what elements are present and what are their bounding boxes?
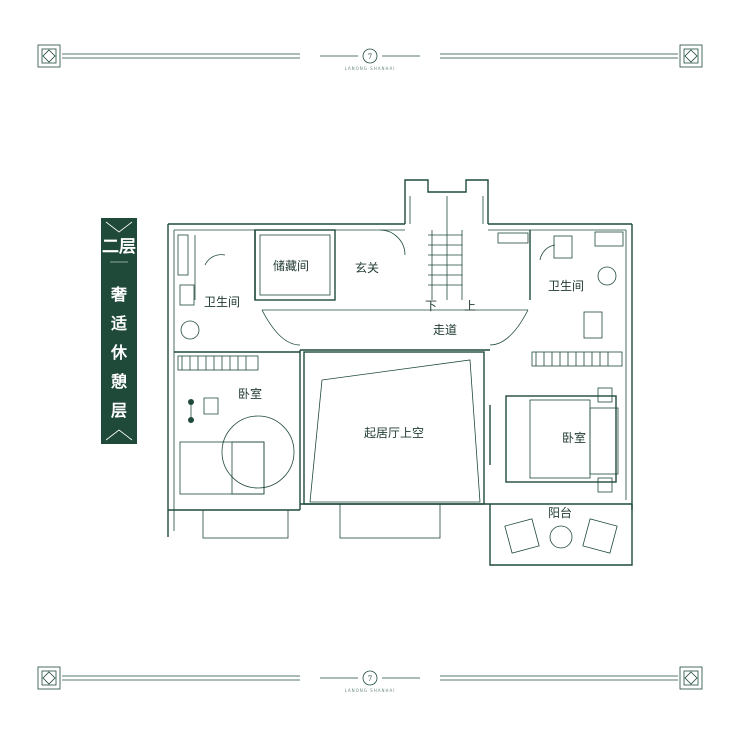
label-bedroom-left: 卧室	[238, 386, 262, 401]
floor-title: 二层	[102, 237, 136, 257]
label-bedroom-right: 卧室	[562, 430, 586, 445]
top-frame-ornament: 7 LANONG SHANHAI	[37, 44, 703, 71]
room-labels: 储藏间 玄关 卫生间 卫生间 走道 下 上 卧室 卧室 起居厅上空 阳台	[204, 258, 586, 520]
svg-text:7: 7	[368, 53, 372, 61]
label-stair-down: 下	[425, 299, 437, 313]
label-stair-up: 上	[464, 299, 476, 313]
label-storage: 储藏间	[273, 258, 309, 273]
svg-text:7: 7	[368, 675, 372, 683]
floor-subtitle: 奢 适 休 憩 层	[110, 285, 128, 420]
label-entry: 玄关	[355, 260, 379, 275]
subtitle-char: 层	[111, 401, 127, 420]
brand-logo-icon	[362, 48, 378, 64]
subtitle-char: 适	[111, 314, 127, 333]
label-bath-left: 卫生间	[204, 295, 240, 309]
floor-banner: 二层	[101, 218, 137, 444]
subtitle-char: 憩	[111, 372, 127, 391]
brand-text-bottom: LANONG SHANHAI	[345, 688, 396, 693]
subtitle-char: 休	[110, 343, 128, 362]
floor-plan-walls	[167, 179, 633, 566]
label-balcony: 阳台	[548, 505, 572, 520]
label-bath-right: 卫生间	[548, 279, 584, 293]
label-corridor: 走道	[433, 323, 457, 337]
bottom-frame-ornament: 7 LANONG SHANHAI	[37, 666, 703, 693]
label-void: 起居厅上空	[364, 426, 424, 440]
brand-text-top: LANONG SHANHAI	[345, 66, 396, 71]
subtitle-char: 奢	[110, 285, 128, 304]
